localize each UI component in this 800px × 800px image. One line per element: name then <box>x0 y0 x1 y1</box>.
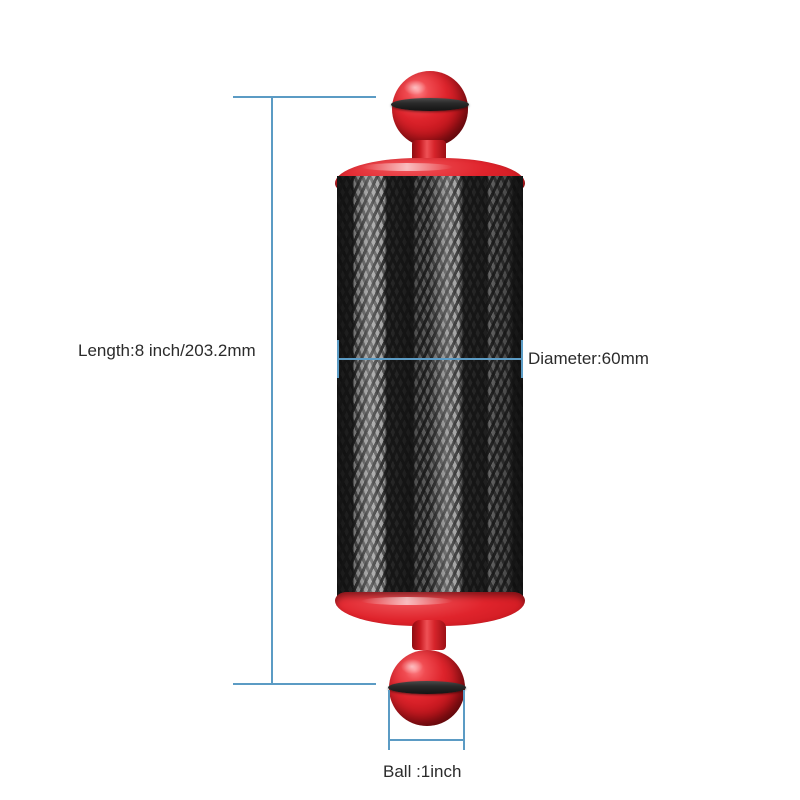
diameter-label: Diameter:60mm <box>528 349 649 368</box>
ball-highlight-top <box>404 80 426 95</box>
ball-extension-left <box>388 690 390 750</box>
flange-bottom-gloss <box>361 597 453 605</box>
carbon-twill-texture <box>337 176 523 606</box>
stem-bottom <box>412 620 446 650</box>
flange-top-gloss <box>361 163 453 171</box>
length-label: Length:8 inch/203.2mm <box>78 341 256 360</box>
diameter-extension-right <box>521 340 523 378</box>
ball-highlight-bottom <box>401 659 423 674</box>
carbon-fiber-cylinder <box>337 176 523 606</box>
length-dimension-line <box>271 96 273 684</box>
ball-extension-right <box>463 690 465 750</box>
o-ring-bottom <box>388 681 466 694</box>
diameter-dimension-line <box>337 358 523 360</box>
ball-dimension-line <box>388 739 465 741</box>
ball-label: Ball :1inch <box>383 762 462 781</box>
length-tick-top <box>233 96 376 98</box>
o-ring-top <box>391 98 469 111</box>
carbon-sheen <box>337 176 523 606</box>
length-tick-bottom <box>233 683 376 685</box>
